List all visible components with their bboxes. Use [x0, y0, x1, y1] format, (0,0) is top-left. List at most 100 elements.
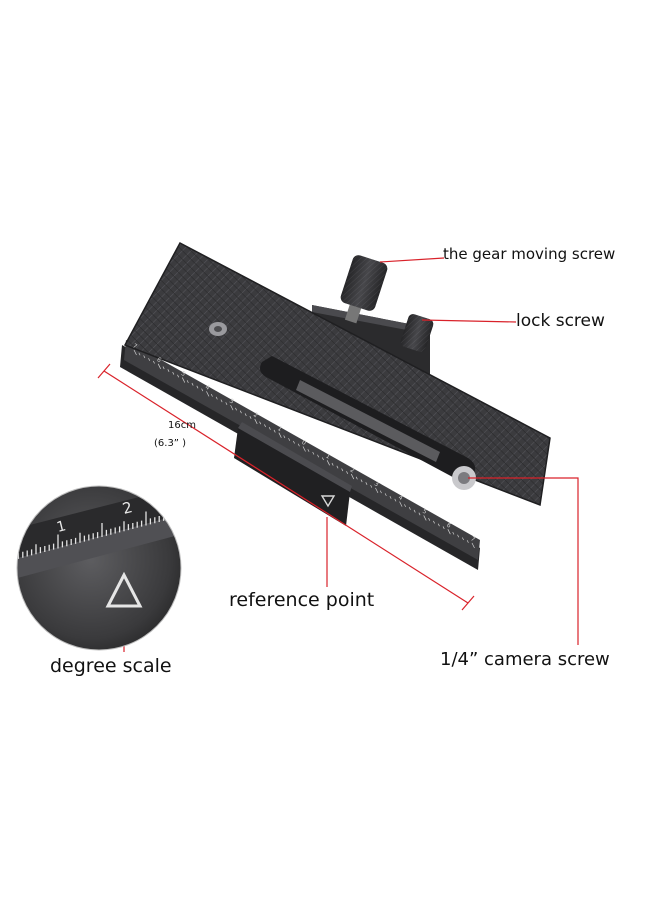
scale-tick	[153, 360, 155, 364]
scale-tick-label: 5	[421, 508, 428, 516]
gear-moving-screw-knob[interactable]	[339, 254, 389, 324]
scale-tick	[404, 504, 406, 508]
label-reference-point: reference point	[229, 589, 375, 611]
scale-tick	[259, 421, 262, 425]
label-camera-screw: 1/4” camera screw	[440, 649, 610, 670]
scale-tick	[423, 515, 427, 521]
scale-tick-label: 4	[397, 494, 404, 502]
scale-tick	[172, 371, 175, 375]
scale-tick	[360, 479, 363, 483]
scale-tick-label: 5	[180, 370, 187, 378]
reference-block	[234, 422, 352, 526]
scale-tick	[278, 432, 282, 438]
rail-slot	[260, 356, 476, 482]
scale-tick	[143, 355, 146, 359]
scale-tick	[452, 531, 455, 535]
rail-top-plate	[125, 243, 550, 505]
scale-tick	[447, 529, 451, 535]
label-lock-screw: lock screw	[516, 311, 605, 331]
scale-tick	[264, 424, 266, 428]
scale-tick	[418, 512, 421, 516]
scale-tick	[437, 523, 440, 527]
scale-tick	[167, 369, 170, 372]
zoom-triangle-icon	[105, 571, 143, 608]
camera-screw[interactable]	[452, 466, 476, 490]
scale-tick	[206, 391, 210, 397]
lock-screw-knob[interactable]	[399, 313, 434, 353]
scale-tick	[273, 429, 276, 433]
scale-tick	[399, 501, 403, 507]
scale-tick	[312, 451, 315, 455]
scale-tick	[384, 493, 387, 497]
degree-scale-zoom	[17, 486, 181, 650]
main-scale: 7 6 5 4 3 2 1 0 1 2 3 4 5 6 7	[131, 342, 476, 549]
scale-tick	[235, 407, 237, 411]
scale-tick	[244, 413, 247, 417]
label-gear-moving-screw: the gear moving screw	[443, 245, 616, 263]
scale-tick	[283, 435, 286, 439]
scale-tick	[157, 363, 161, 369]
scale-tick	[148, 358, 151, 361]
zoom-tick-label: 1	[55, 518, 68, 536]
scale-tick	[317, 454, 320, 458]
scale-tick	[307, 449, 310, 452]
scale-tick	[191, 382, 194, 386]
scale-tick	[254, 418, 258, 425]
scale-tick	[293, 440, 295, 444]
scale-tick	[394, 498, 397, 502]
scale-tick	[138, 352, 141, 356]
scale-tick	[326, 460, 330, 466]
scale-tick-label: 4	[204, 384, 211, 392]
scale-tick	[442, 526, 445, 530]
scale-tick	[331, 462, 334, 466]
scale-tick-label: 1	[276, 425, 283, 433]
scale-tick-label: 2	[349, 467, 356, 475]
zoom-tick-label: 2	[121, 498, 135, 518]
scale-tick	[408, 507, 411, 510]
scale-tick	[177, 374, 180, 378]
scale-tick	[268, 427, 271, 430]
scale-tick	[370, 484, 373, 488]
scale-tick	[350, 473, 355, 480]
scale-tick	[220, 399, 223, 403]
scale-tick-label: 7	[131, 342, 138, 350]
leader-line-camera	[468, 477, 579, 645]
reference-triangle-icon	[320, 495, 336, 508]
scale-strip	[124, 340, 480, 560]
scale-tick	[133, 349, 137, 356]
scale-tick-label: 7	[469, 535, 476, 543]
scale-tick	[457, 534, 460, 538]
scale-tick	[288, 438, 291, 441]
scale-tick-label: 3	[373, 480, 380, 488]
mounting-screw	[209, 322, 227, 336]
scale-tick	[186, 380, 189, 383]
scale-tick	[471, 542, 475, 549]
scale-tick-label: 2	[252, 411, 259, 419]
scale-tick	[336, 465, 339, 469]
scale-tick-label: 0	[300, 439, 307, 447]
dimension-line	[103, 370, 469, 604]
scale-tick	[466, 540, 469, 543]
label-degree-scale: degree scale	[50, 655, 172, 677]
scale-tick	[162, 366, 165, 370]
scale-tick	[379, 490, 382, 494]
scale-tick	[322, 457, 324, 461]
scale-tick	[302, 446, 306, 452]
label-length-cm: 16cm	[168, 420, 196, 431]
scale-tick-label: 3	[228, 398, 235, 406]
leader-line-gear	[379, 257, 445, 263]
scale-tick	[239, 410, 242, 414]
scale-tick	[341, 468, 344, 472]
label-length-in: (6.3” )	[154, 438, 187, 449]
scale-tick	[249, 416, 252, 419]
scale-tick-label: 6	[445, 522, 452, 530]
scale-tick	[196, 385, 199, 389]
scale-tick	[346, 471, 349, 474]
scale-tick-label: 1	[325, 453, 332, 461]
leader-line-lock	[421, 319, 517, 323]
scale-tick-label: 6	[156, 356, 163, 364]
scale-tick	[389, 495, 392, 499]
scale-tick	[225, 402, 228, 406]
